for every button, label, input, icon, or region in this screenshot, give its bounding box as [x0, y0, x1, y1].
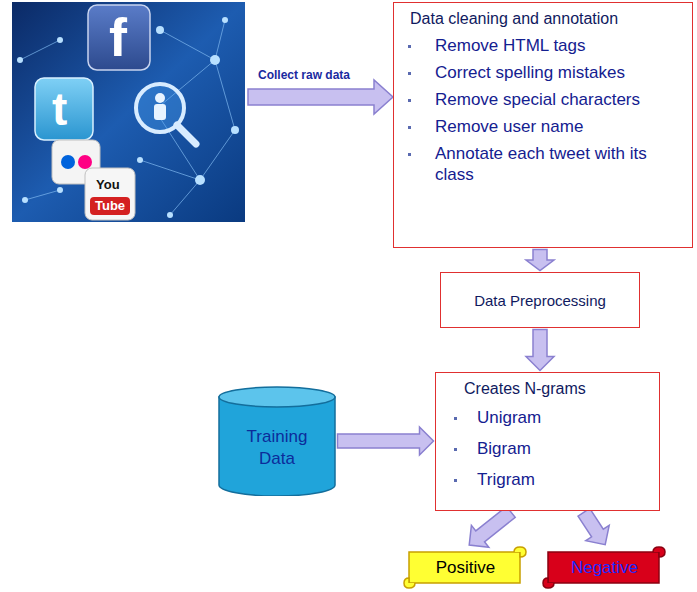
box-heading: Creates N-grams	[448, 379, 649, 399]
bullet-row: Annotate each tweet with its class	[406, 143, 682, 185]
process-box: Data Preprocessing	[440, 272, 640, 328]
bullet-mark	[454, 479, 457, 482]
database-cylinder: Training Data	[218, 386, 336, 496]
bullet-mark	[408, 126, 411, 129]
bullet-row: Remove user name	[406, 116, 682, 137]
block-arrow	[578, 508, 609, 544]
logo-text: You	[96, 177, 120, 192]
result-scroll: Negative	[542, 546, 667, 589]
bullet-text: Correct spelling mistakes	[435, 62, 625, 83]
bullet-text: Unigram	[477, 407, 541, 428]
facebook-icon	[88, 5, 150, 70]
result-scroll: Positive	[403, 546, 528, 589]
bullet-mark	[454, 448, 457, 451]
bullet-text: Bigram	[477, 438, 531, 459]
bullet-mark	[408, 153, 411, 156]
shape-text: Negative	[571, 557, 638, 579]
edge-note: Collect raw data	[258, 68, 350, 82]
bullet-text: Remove user name	[435, 116, 583, 137]
bullet-text: Annotate each tweet with its class	[435, 143, 670, 185]
bullet-row: Trigram	[448, 469, 649, 490]
process-box: Creates N-gramsUnigramBigramTrigram	[435, 372, 660, 511]
bullet-row: Remove HTML tags	[406, 35, 682, 56]
bullet-row: Unigram	[448, 407, 649, 428]
bullet-mark	[408, 72, 411, 75]
box-text: Data Preprocessing	[474, 292, 606, 309]
process-box: Data cleaning and annotationRemove HTML …	[393, 2, 693, 248]
collect-arrow	[248, 80, 393, 114]
block-arrow	[526, 250, 554, 271]
bullet-row: Bigram	[448, 438, 649, 459]
logo-letter: f	[109, 6, 127, 68]
bullet-text: Trigram	[477, 469, 535, 490]
block-arrow	[469, 507, 515, 548]
bullet-row: Remove special characters	[406, 89, 682, 110]
logo-text: Tube	[95, 198, 125, 213]
bullet-text: Remove HTML tags	[435, 35, 586, 56]
box-heading: Data cleaning and annotation	[406, 9, 682, 29]
bullet-text: Remove special characters	[435, 89, 640, 110]
bullet-mark	[454, 417, 457, 420]
magnifier	[136, 84, 196, 144]
twitter-icon	[35, 78, 93, 140]
shape-text: Training Data	[235, 426, 319, 470]
shape-text: Positive	[436, 557, 496, 579]
block-arrow	[338, 427, 434, 455]
youtube-icon	[85, 168, 135, 220]
logo-letter: t	[52, 84, 67, 134]
bullet-mark	[408, 45, 411, 48]
bullet-row: Correct spelling mistakes	[406, 62, 682, 83]
bullet-mark	[408, 99, 411, 102]
photo-ground	[12, 2, 245, 222]
block-arrow	[526, 330, 554, 371]
